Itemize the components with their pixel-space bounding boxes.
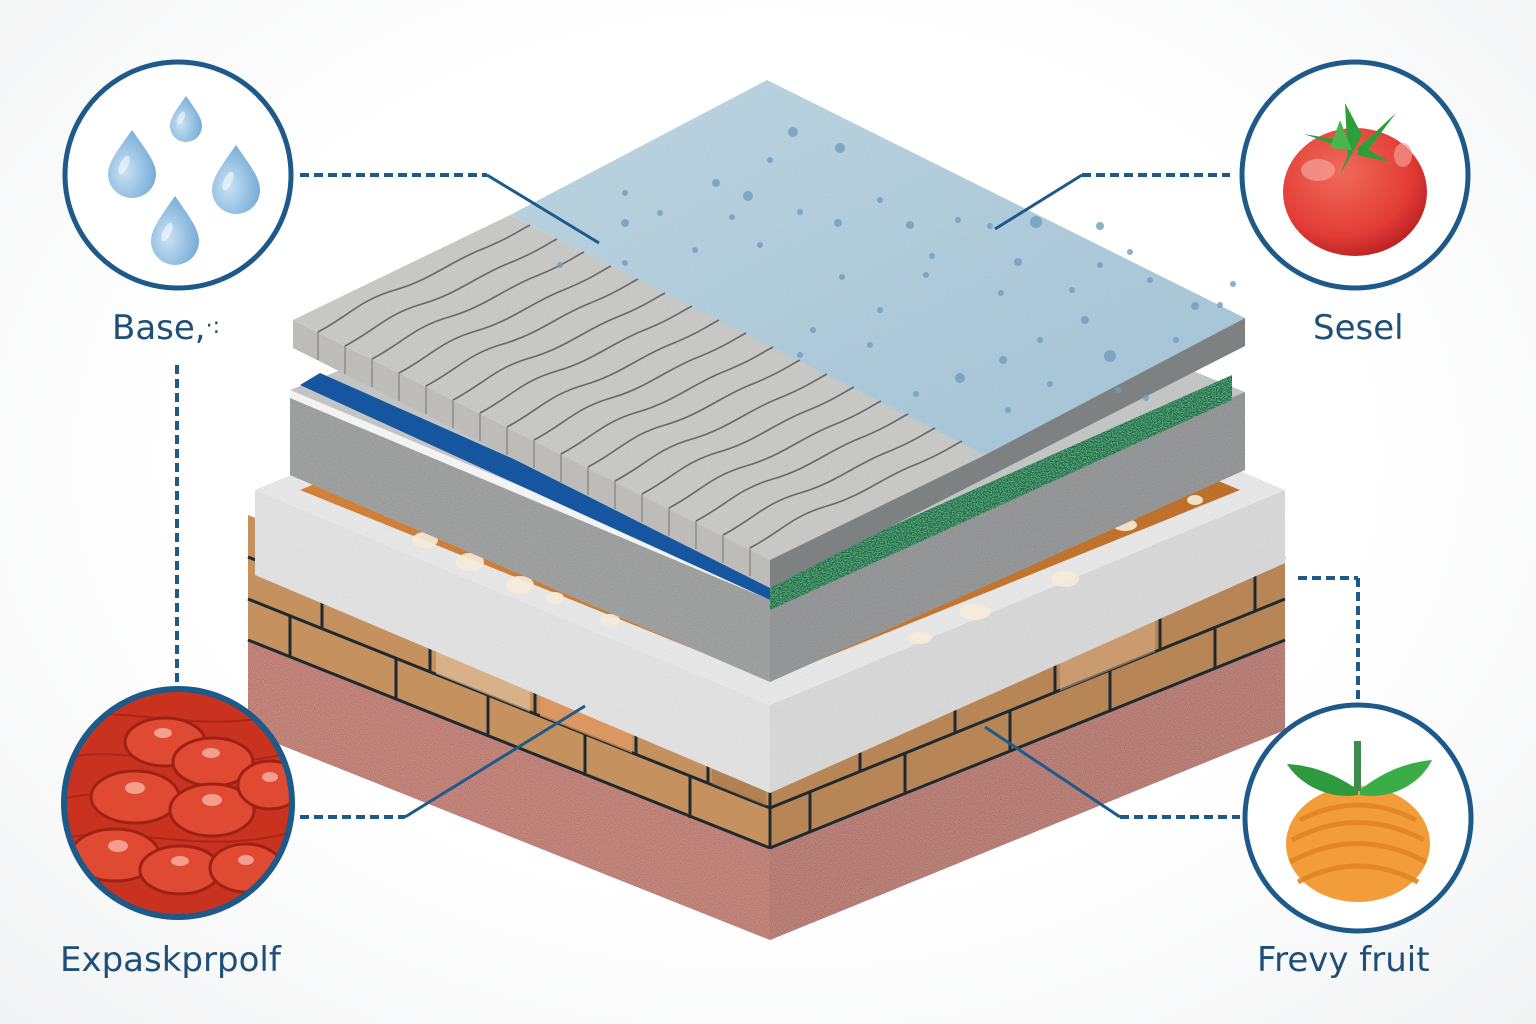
callout-orange-fruit [1242, 702, 1474, 934]
label-bottom-right: Frevy fruit [1257, 940, 1430, 980]
label-top-right: Sesel [1313, 308, 1404, 348]
label-top-left-text: Base, [112, 308, 206, 348]
water-drops-icon [108, 96, 260, 265]
callout-tomato [1239, 59, 1471, 291]
callout-red-texture [61, 686, 295, 920]
red-granular-base-layer [248, 640, 1285, 940]
blue-membrane-layer [300, 373, 770, 600]
callout-water-drops [62, 59, 294, 291]
light-blue-porous-slab [510, 80, 1245, 455]
green-granule-strip-layer [770, 375, 1232, 610]
label-top-left-suffix: ·: [205, 314, 221, 339]
top-slab-layer [293, 80, 1245, 588]
orange-fruit-icon [1286, 741, 1432, 902]
label-top-left: Base,·: [112, 308, 220, 348]
connector-lines [175, 173, 1360, 819]
tomato-icon [1283, 103, 1427, 256]
label-bottom-left: Expaskprpolf [60, 940, 281, 980]
